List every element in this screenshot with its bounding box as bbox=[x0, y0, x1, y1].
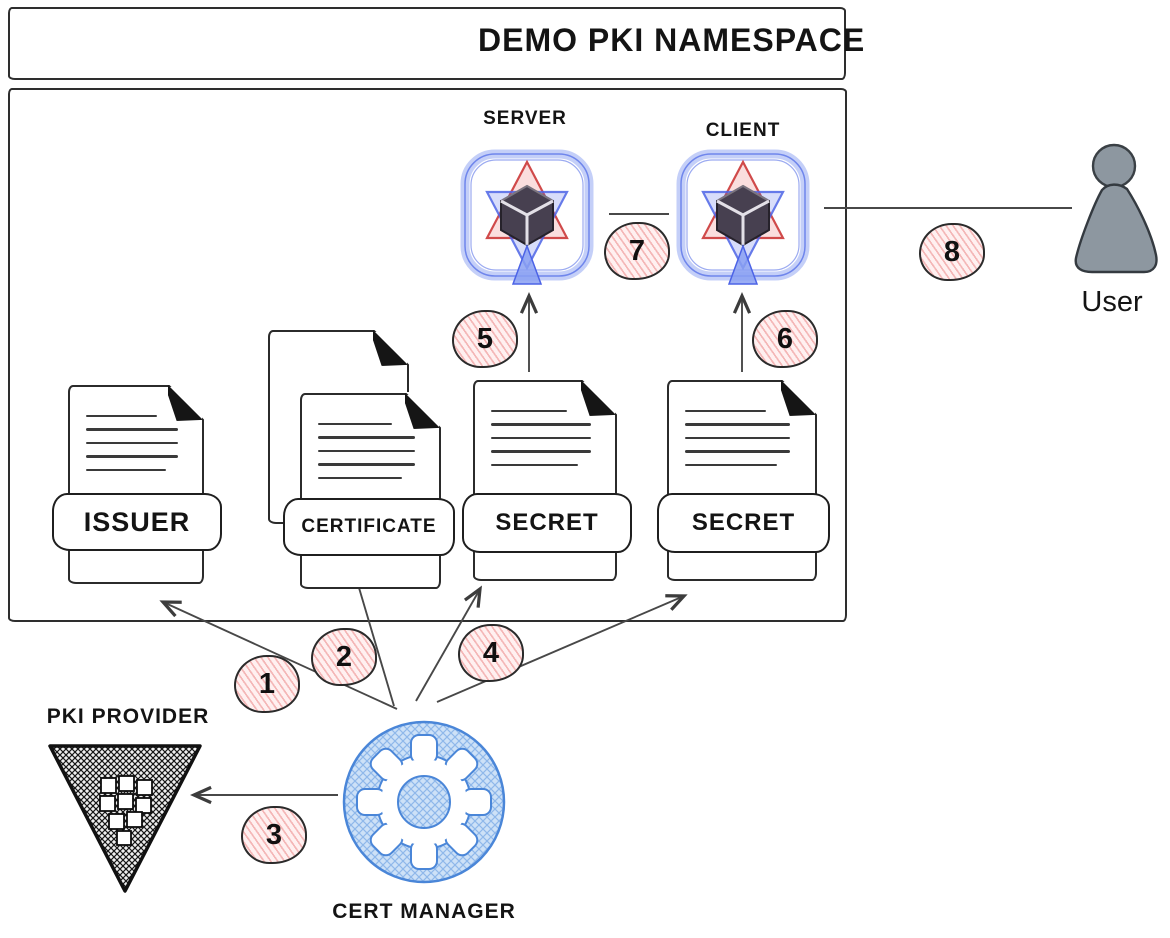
document-text-lines bbox=[86, 415, 184, 482]
document-text-lines bbox=[685, 410, 797, 477]
certificate-label-pill: CERTIFICATE bbox=[283, 498, 455, 556]
step-5-badge: 5 bbox=[452, 310, 518, 368]
pod-icon bbox=[676, 149, 810, 285]
step-1-badge: 1 bbox=[234, 655, 300, 713]
step-3-number: 3 bbox=[265, 818, 283, 851]
page-fold-corner bbox=[372, 329, 410, 367]
step-6-number: 6 bbox=[776, 322, 794, 355]
cert-manager-label: CERT MANAGER bbox=[332, 900, 516, 923]
resource-secret-client: SECRET bbox=[657, 380, 830, 585]
gear-icon bbox=[342, 720, 506, 884]
issuer-label-pill: ISSUER bbox=[52, 493, 222, 551]
pod-server bbox=[457, 148, 597, 293]
user-actor bbox=[1058, 142, 1170, 287]
secret-client-label: SECRET bbox=[691, 509, 796, 536]
document-text-lines bbox=[491, 410, 597, 477]
cert-manager bbox=[339, 717, 509, 892]
issuer-label: ISSUER bbox=[83, 506, 191, 537]
secret-server-label: SECRET bbox=[495, 509, 599, 536]
step-1-number: 1 bbox=[258, 667, 276, 700]
person-icon bbox=[1074, 143, 1158, 274]
step-4-badge: 4 bbox=[458, 624, 524, 682]
inverted-triangle-icon bbox=[48, 744, 202, 893]
document-icon bbox=[68, 385, 204, 584]
pki-provider bbox=[45, 740, 205, 903]
title-box bbox=[8, 7, 846, 80]
secret-server-label-pill: SECRET bbox=[462, 493, 632, 553]
server-pod-label: SERVER bbox=[483, 108, 567, 129]
step-4-number: 4 bbox=[482, 636, 500, 669]
resource-issuer: ISSUER bbox=[52, 383, 222, 585]
step-2-number: 2 bbox=[335, 640, 353, 673]
step-6-badge: 6 bbox=[752, 310, 818, 368]
document-text-lines bbox=[318, 423, 421, 490]
client-pod-label: CLIENT bbox=[705, 120, 781, 141]
step-2-badge: 2 bbox=[311, 628, 377, 686]
step-8-badge: 8 bbox=[919, 223, 985, 281]
pki-provider-label: PKI PROVIDER bbox=[46, 705, 210, 728]
user-label: User bbox=[1081, 286, 1143, 318]
pod-icon bbox=[460, 149, 594, 285]
pod-client bbox=[673, 148, 813, 293]
step-7-badge: 7 bbox=[604, 222, 670, 280]
step-3-badge: 3 bbox=[241, 806, 307, 864]
step-7-number: 7 bbox=[628, 234, 646, 267]
secret-client-label-pill: SECRET bbox=[657, 493, 830, 553]
step-5-number: 5 bbox=[476, 322, 494, 355]
step-8-number: 8 bbox=[943, 235, 961, 268]
certificate-label: CERTIFICATE bbox=[301, 516, 437, 537]
resource-secret-server: SECRET bbox=[462, 380, 632, 585]
resource-certificate: CERTIFICATE bbox=[268, 329, 455, 589]
diagram-title: DEMO PKI NAMESPACE bbox=[478, 22, 866, 58]
document-icon bbox=[300, 393, 441, 589]
